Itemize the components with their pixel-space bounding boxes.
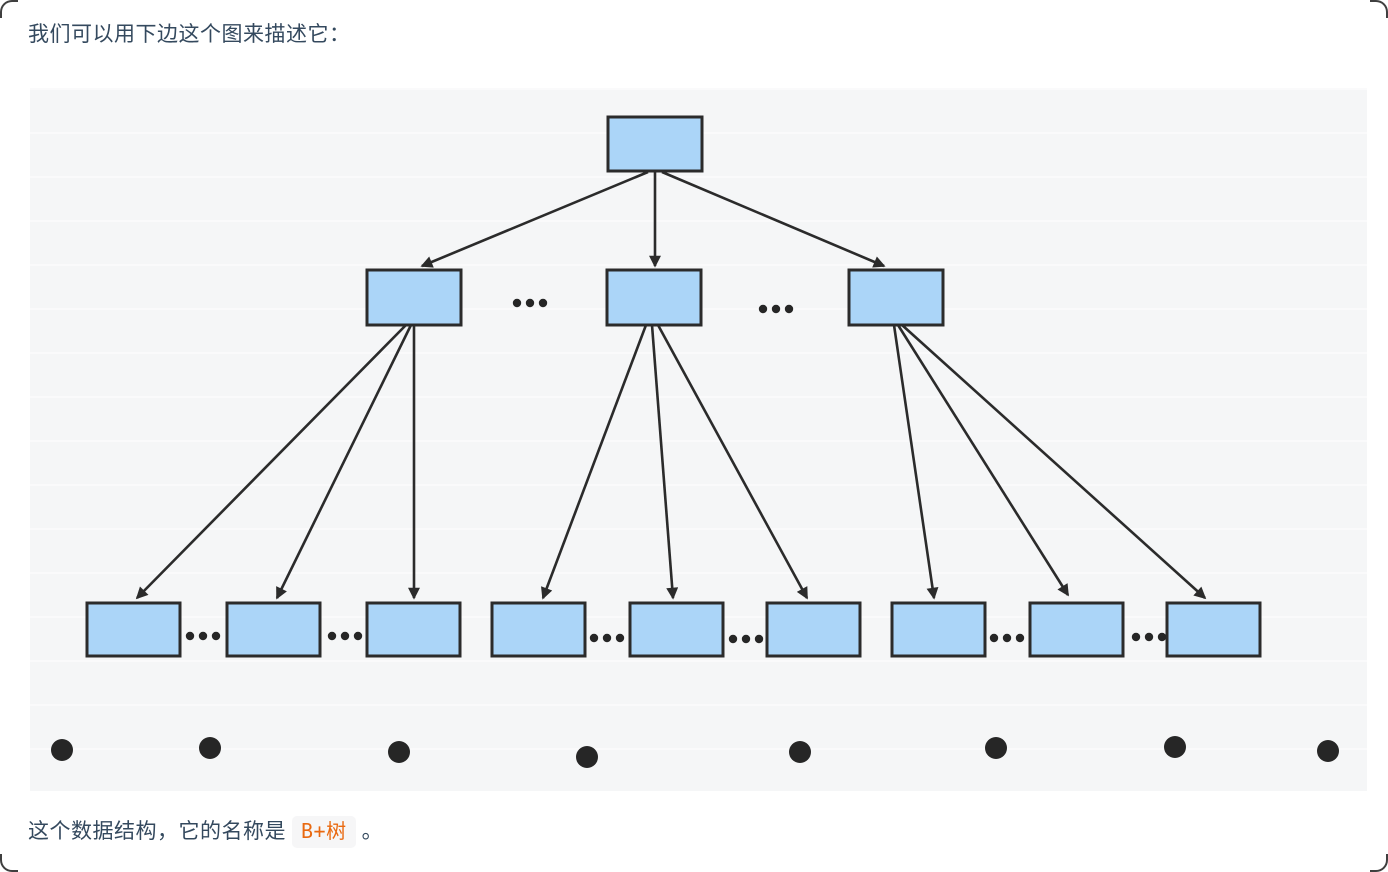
continuation-dot	[985, 737, 1007, 759]
tree-node-root	[606, 115, 704, 173]
tree-edge	[901, 324, 1207, 600]
tree-node-leaf1	[85, 601, 182, 658]
tree-edge	[661, 170, 886, 268]
ellipsis-dot	[327, 631, 337, 641]
ellipsis-dot	[353, 631, 363, 641]
ellipsis-dot	[1144, 632, 1154, 642]
tree-node-leaf9	[1165, 601, 1262, 658]
continuation-dot	[199, 737, 221, 759]
ellipsis-dot	[538, 298, 548, 308]
outro-prefix: 这个数据结构，它的名称是	[28, 820, 286, 843]
tree-edge	[650, 324, 679, 600]
diagram-panel	[30, 88, 1367, 791]
ellipsis-dot	[185, 631, 195, 641]
ellipsis-dot	[741, 634, 751, 644]
inline-code-bplus-tree: B+树	[292, 816, 356, 848]
window-corner-bottom-left	[0, 854, 18, 872]
window-corner-top-right	[1370, 0, 1388, 18]
tree-node-leaf3	[365, 601, 462, 658]
ellipsis-dot	[1157, 632, 1167, 642]
continuation-dot	[576, 746, 598, 768]
ellipsis-dot	[525, 298, 535, 308]
tree-node-leaf8	[1028, 601, 1125, 658]
tree-node-n2a	[365, 268, 463, 327]
tree-node-leaf7	[890, 601, 987, 658]
ellipsis-dot	[989, 633, 999, 643]
tree-edge	[896, 324, 1070, 597]
tree-edge	[420, 170, 649, 268]
window-corner-bottom-right	[1370, 854, 1388, 872]
tree-node-leaf5	[628, 601, 725, 658]
ellipsis-dot	[198, 631, 208, 641]
tree-node-n2c	[847, 268, 945, 327]
outro-suffix: 。	[361, 820, 384, 843]
ellipsis-dot	[758, 304, 768, 314]
bplus-tree-diagram	[51, 115, 1339, 768]
ellipsis-dot	[340, 631, 350, 641]
tree-edge	[541, 324, 648, 600]
tree-edge	[656, 324, 809, 600]
ellipsis-dot	[615, 633, 625, 643]
outro-text: 这个数据结构，它的名称是 B+树。	[28, 815, 383, 849]
tree-node-leaf2	[225, 601, 322, 658]
continuation-dot	[388, 741, 410, 763]
ellipsis-dot	[1002, 633, 1012, 643]
continuation-dot	[1317, 740, 1339, 762]
ellipsis-dot	[512, 298, 522, 308]
ellipsis-dot	[754, 634, 764, 644]
ellipsis-dot	[602, 633, 612, 643]
tree-node-leaf4	[490, 601, 587, 658]
intro-text: 我们可以用下边这个图来描述它：	[28, 23, 351, 46]
ellipsis-dot	[211, 631, 221, 641]
continuation-dot	[1164, 736, 1186, 758]
tree-edge	[135, 324, 407, 600]
ellipsis-dot	[728, 634, 738, 644]
tree-edge	[892, 324, 939, 600]
ellipsis-dot	[771, 304, 781, 314]
tree-edge	[275, 324, 413, 600]
window-corner-top-left	[0, 0, 18, 18]
tree-node-n2b	[605, 268, 703, 327]
ellipsis-dot	[1131, 632, 1141, 642]
ellipsis-dot	[589, 633, 599, 643]
tree-node-leaf6	[765, 601, 862, 658]
ellipsis-dot	[784, 304, 794, 314]
continuation-dot	[51, 739, 73, 761]
ellipsis-dot	[1015, 633, 1025, 643]
continuation-dot	[789, 741, 811, 763]
